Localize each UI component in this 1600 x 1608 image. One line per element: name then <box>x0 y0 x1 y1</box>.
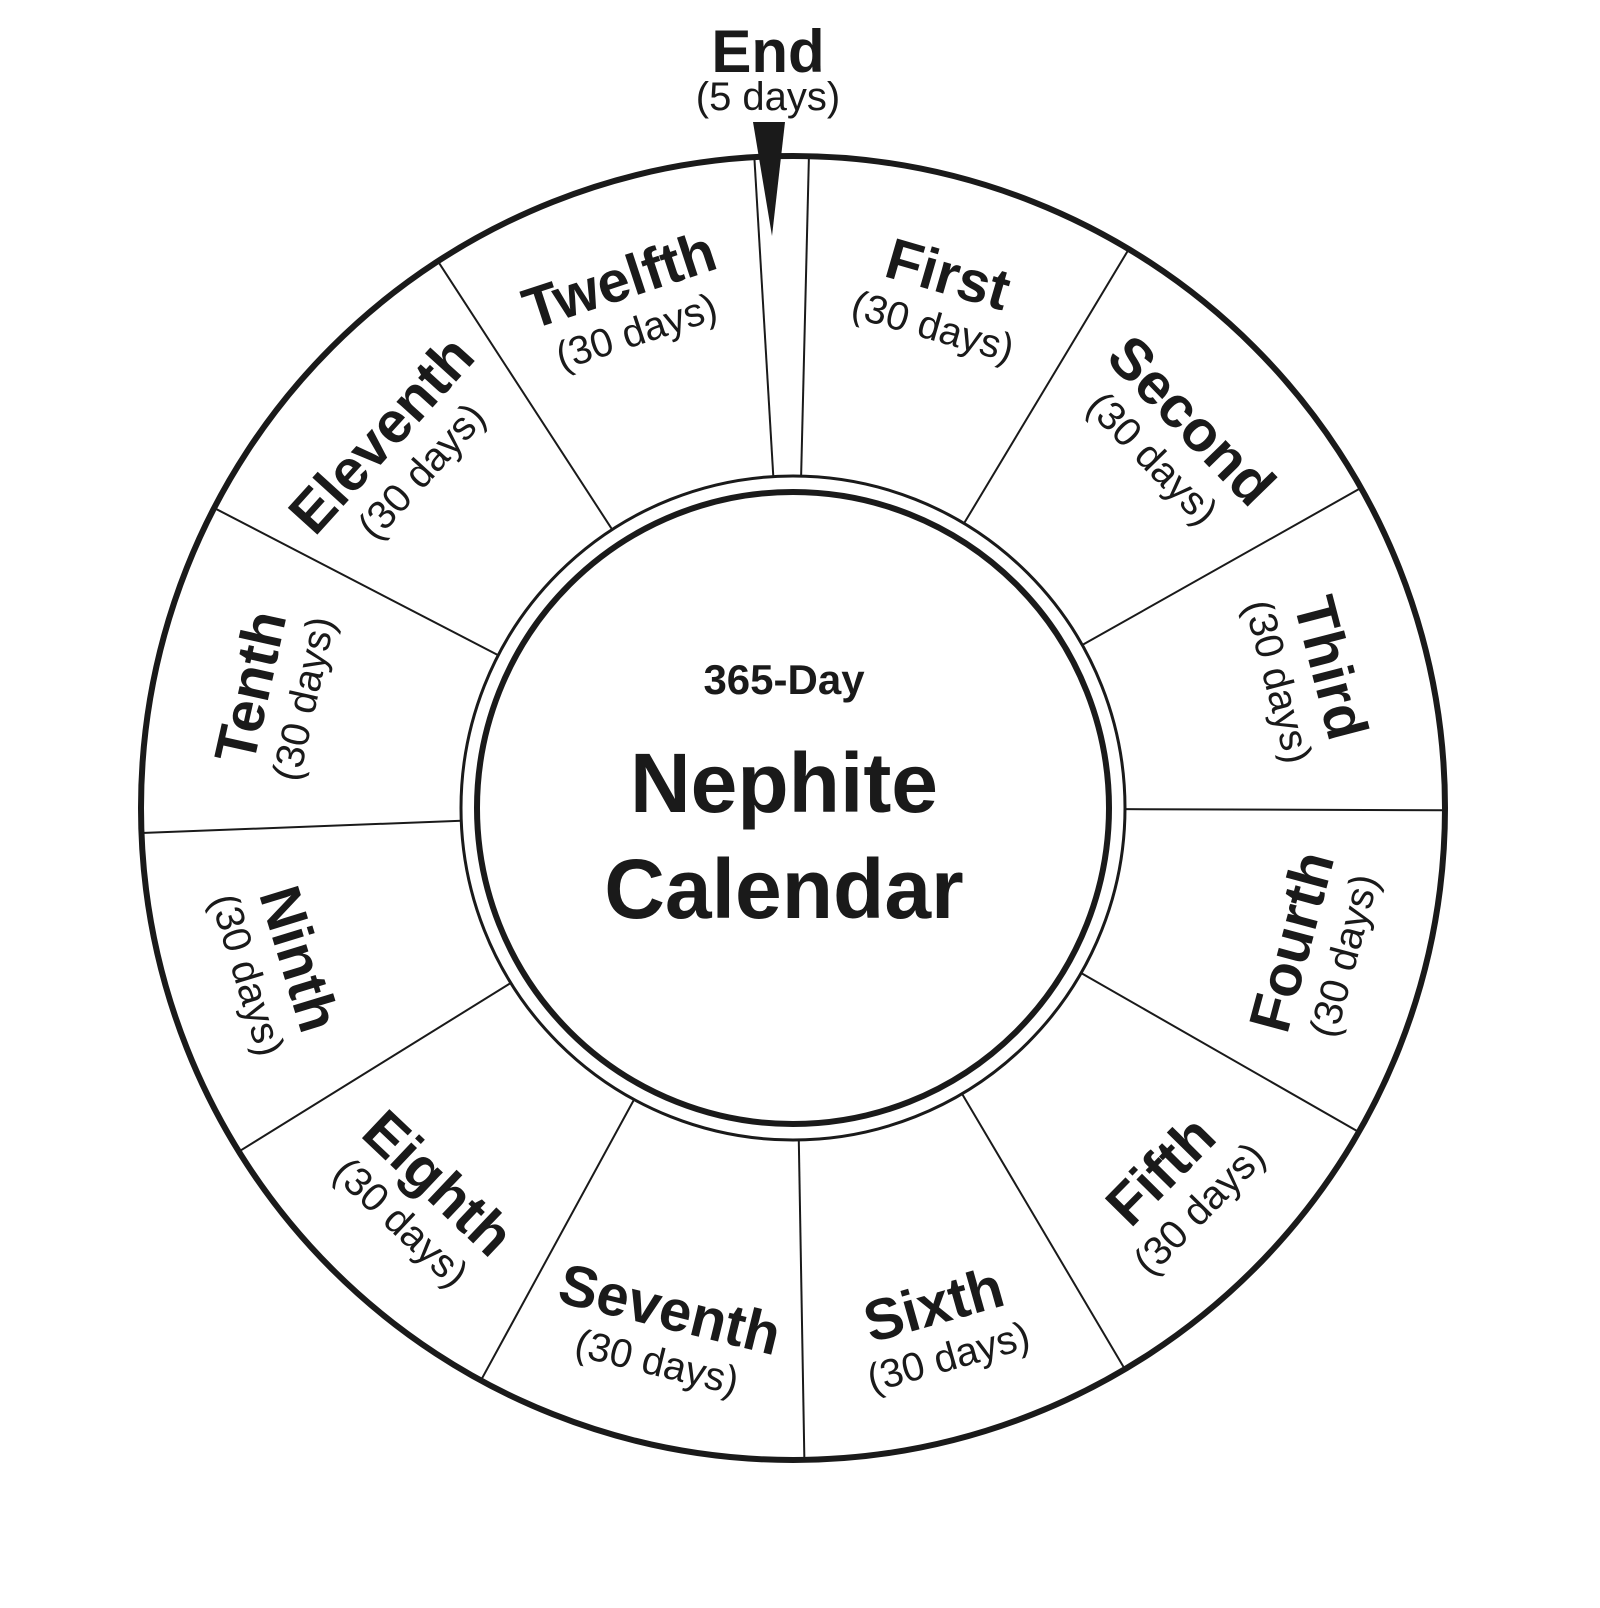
month-divider-7 <box>480 1099 635 1381</box>
calendar-subtitle: 365-Day <box>703 656 865 703</box>
month-segment-10: Tenth(30 days) <box>202 605 343 785</box>
end-pointer-icon <box>753 122 785 236</box>
month-divider-1 <box>963 248 1130 524</box>
month-segment-8: Eighth(30 days) <box>325 1098 526 1296</box>
end-period-days: (5 days) <box>696 75 841 119</box>
month-segment-1: First(30 days) <box>847 226 1019 371</box>
month-divider-4 <box>1080 972 1360 1133</box>
end-period: End (5 days) <box>696 18 841 236</box>
calendar-title-line2: Calendar <box>604 842 963 936</box>
month-divider-end-start <box>753 157 775 477</box>
month-divider-8 <box>238 982 512 1153</box>
month-divider-10 <box>213 507 499 657</box>
month-segment-12: Twelfth(30 days) <box>515 218 724 379</box>
calendar-title: 365-Day Nephite Calendar <box>604 656 963 936</box>
end-period-name: End <box>711 18 824 85</box>
month-segment-3: Third(30 days) <box>1236 590 1381 768</box>
month-divider-0 <box>800 156 810 477</box>
month-divider-9 <box>141 819 462 835</box>
inner-ring-inner <box>474 489 1112 1127</box>
outer-ring <box>138 153 1448 1463</box>
month-dividers <box>141 156 1445 1460</box>
month-segment-4: Fourth(30 days) <box>1237 845 1388 1042</box>
month-divider-2 <box>1081 487 1362 646</box>
month-segment-6: Sixth(30 days) <box>857 1254 1035 1401</box>
month-divider-6 <box>797 1139 806 1460</box>
month-divider-5 <box>961 1093 1126 1370</box>
month-segment-9: Ninth(30 days) <box>202 879 352 1061</box>
month-divider-11 <box>437 260 614 531</box>
month-divider-3 <box>1124 808 1445 812</box>
month-segment-5: Fifth(30 days) <box>1094 1103 1274 1284</box>
month-segment-2: Second(30 days) <box>1078 323 1287 534</box>
month-segment-11: Eleventh(30 days) <box>276 323 494 548</box>
calendar-title-line1: Nephite <box>630 736 938 830</box>
month-segment-7: Seventh(30 days) <box>552 1251 787 1404</box>
